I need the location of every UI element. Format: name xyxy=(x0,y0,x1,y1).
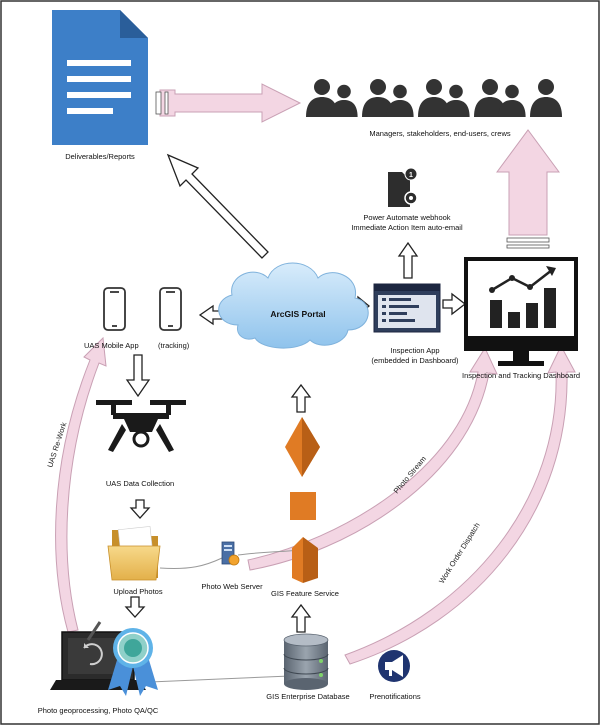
person-head xyxy=(370,79,386,95)
person-body xyxy=(418,97,450,117)
database-icon xyxy=(283,633,329,690)
megaphone-icon xyxy=(378,650,410,682)
feature-service-icon xyxy=(285,417,320,583)
inspection-app-label-2: (embedded in Dashboard) xyxy=(371,356,459,365)
pink-flow-arrows xyxy=(55,83,576,665)
person-head xyxy=(314,79,330,95)
qa-badge-icon xyxy=(108,628,158,696)
dashboard-label: Inspection and Tracking Dashboard xyxy=(462,371,580,380)
drone-icon xyxy=(96,400,186,452)
person-body xyxy=(498,100,526,117)
person-head xyxy=(337,84,351,99)
person-body xyxy=(442,100,470,117)
upload-to-processing-arrow xyxy=(124,596,146,618)
person-body xyxy=(362,97,394,117)
person-body xyxy=(474,97,506,117)
feature-to-portal-arrow xyxy=(290,383,312,413)
gis-enterprise-db-label: GIS Enterprise Database xyxy=(266,692,349,701)
power-automate-icon: 1 xyxy=(388,167,418,207)
upload-photos-label: Upload Photos xyxy=(113,587,162,596)
photo-geoprocessing-label: Photo geoprocessing, Photo QA/QC xyxy=(38,706,159,715)
tracking-label: (tracking) xyxy=(158,341,190,350)
server-icon xyxy=(221,541,240,566)
person-body xyxy=(386,100,414,117)
arrow-breaks xyxy=(155,91,550,249)
person-head xyxy=(538,79,554,95)
gis-feature-service-label: GIS Feature Service xyxy=(271,589,339,598)
photo-stream-arrow xyxy=(247,346,498,571)
inspection-to-dashboard-arrow xyxy=(442,292,467,316)
uas-rework-arrow xyxy=(55,336,107,633)
phone-icon-uas xyxy=(103,287,126,331)
power-automate-label-2: Immediate Action Item auto-email xyxy=(351,223,463,232)
portal-to-deliverables-arrow xyxy=(166,153,269,259)
phone-icon-tracking xyxy=(159,287,182,331)
uas-data-collection-label: UAS Data Collection xyxy=(106,479,174,488)
person-body xyxy=(330,100,358,117)
inspection-app-label-1: Inspection App xyxy=(390,346,439,355)
photo-web-server-label: Photo Web Server xyxy=(201,582,263,591)
power-automate-badge: 1 xyxy=(409,172,413,179)
prenotifications-label: Prenotifications xyxy=(369,692,421,701)
person-body xyxy=(530,97,562,117)
arcgis-portal-label: ArcGIS Portal xyxy=(270,309,325,319)
inspection-to-powerautomate-arrow xyxy=(397,241,419,279)
person-head xyxy=(449,84,463,99)
folder-icon xyxy=(107,526,161,581)
person-head xyxy=(426,79,442,95)
deliverables-to-audience-arrow xyxy=(159,83,302,123)
power-automate-label-1: Power Automate webhook xyxy=(363,213,450,222)
work-order-dispatch-arrow xyxy=(344,344,576,665)
people-icon xyxy=(306,79,562,117)
dashboard-monitor-icon xyxy=(464,257,578,366)
person-body xyxy=(306,97,338,117)
uas-to-upload-arrow xyxy=(129,499,151,519)
uas-mobile-app-label: UAS Mobile App xyxy=(84,341,139,350)
person-head xyxy=(482,79,498,95)
inspection-app-icon xyxy=(373,283,441,333)
cloud-icon xyxy=(218,262,369,349)
dashboard-to-audience-arrow xyxy=(496,129,560,236)
db-to-feature-arrow xyxy=(290,603,312,633)
document-icon xyxy=(52,10,148,145)
person-head xyxy=(393,84,407,99)
person-head xyxy=(505,84,519,99)
outline-arrows xyxy=(124,153,467,633)
mobile-to-uas-arrow xyxy=(125,354,151,398)
audience-label: Managers, stakeholders, end-users, crews xyxy=(369,129,511,138)
deliverables-label: Deliverables/Reports xyxy=(65,152,135,161)
